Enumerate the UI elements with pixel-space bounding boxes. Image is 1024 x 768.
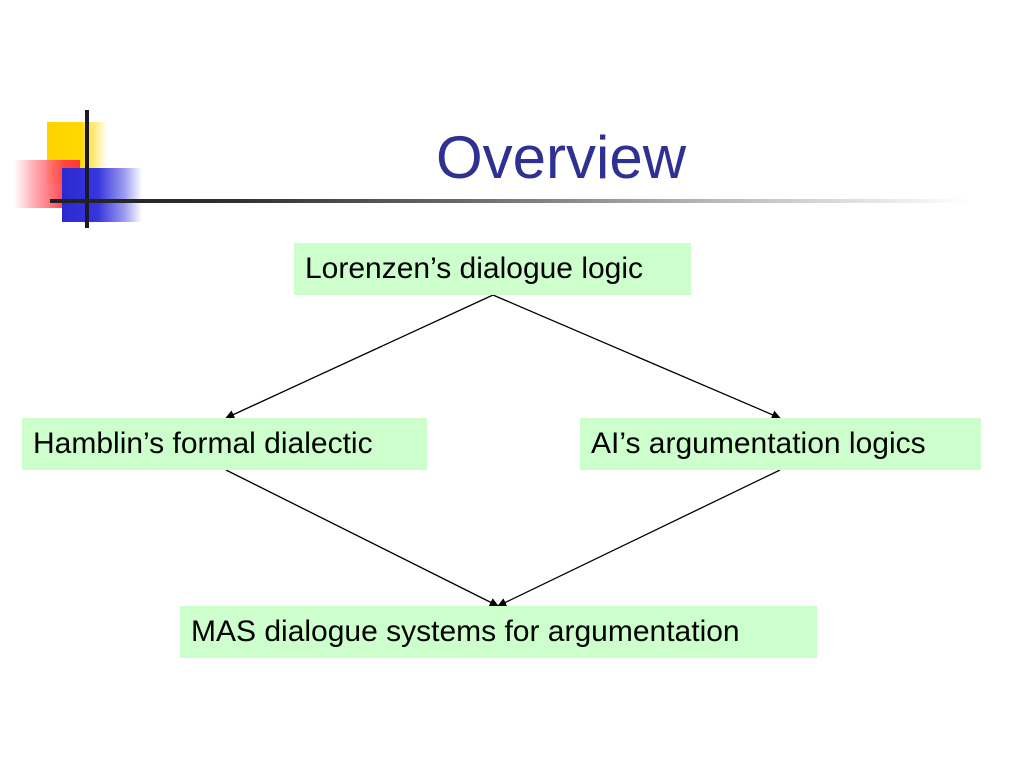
node-ai-argumentation-logics: AI’s argumentation logics (580, 418, 981, 470)
slide-title: Overview (436, 124, 687, 191)
edge-top-to-left (225, 294, 494, 419)
title-underline (50, 199, 970, 203)
node-mas-dialogue-systems: MAS dialogue systems for argumentation (180, 606, 817, 658)
decor-blue-square (62, 168, 142, 222)
edge-right-to-bottom (497, 469, 781, 607)
node-hamblin-formal-dialectic: Hamblin’s formal dialectic (22, 418, 427, 470)
edge-left-to-bottom (225, 469, 499, 607)
decor-vertical-line (85, 110, 89, 228)
edge-top-to-right (492, 294, 781, 419)
node-lorenzen-dialogue-logic: Lorenzen’s dialogue logic (294, 243, 691, 295)
